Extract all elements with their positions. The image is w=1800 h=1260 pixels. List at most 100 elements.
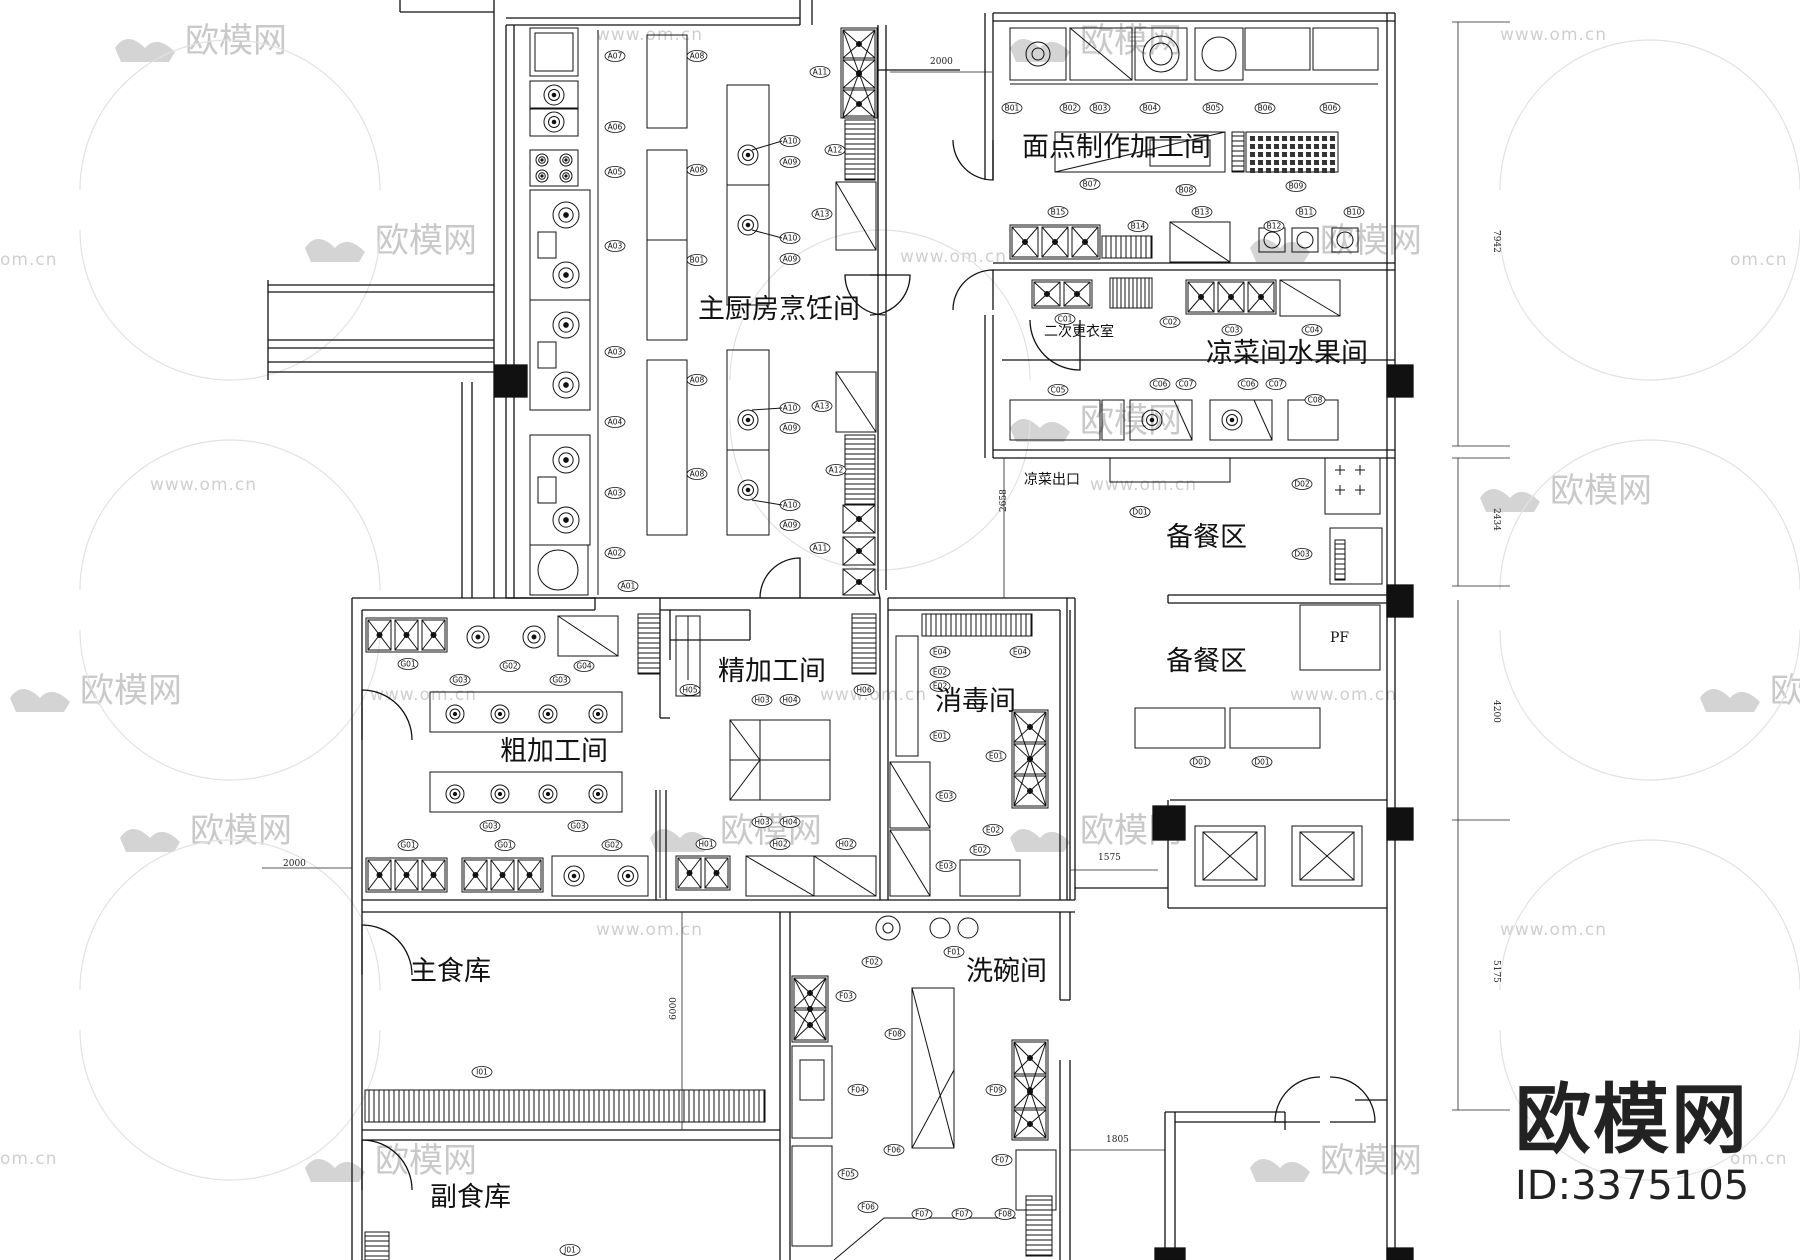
tag-bubble bbox=[1175, 184, 1197, 196]
mixer-box bbox=[1134, 27, 1188, 81]
burner-ring-icon bbox=[742, 414, 754, 426]
tag-label: B06 bbox=[1323, 104, 1338, 113]
burner-center-icon bbox=[1229, 417, 1235, 423]
burner-icon bbox=[737, 144, 759, 166]
worktable bbox=[646, 359, 688, 536]
equipment-tag: D02 bbox=[1291, 478, 1313, 490]
burner-center-icon bbox=[497, 711, 503, 717]
grid-tile bbox=[1250, 144, 1255, 149]
tag-bubble bbox=[604, 166, 626, 178]
tag-bubble bbox=[1175, 378, 1197, 390]
watermark-arc bbox=[1499, 229, 1800, 381]
tag-bubble bbox=[1254, 102, 1276, 114]
grid-tile bbox=[1322, 160, 1327, 165]
structural-column bbox=[1386, 584, 1414, 618]
burner-center-icon bbox=[595, 791, 601, 797]
watermark-arc bbox=[79, 229, 381, 381]
burner-icon bbox=[466, 625, 490, 649]
lift-car bbox=[1202, 831, 1258, 881]
grid-tile bbox=[1298, 136, 1303, 141]
tag-label: A11 bbox=[813, 544, 828, 553]
tag-bubble bbox=[857, 1201, 879, 1213]
dish-rinse bbox=[791, 1045, 833, 1139]
watermark-logo-icon bbox=[1480, 489, 1540, 512]
watermark-url: www.om.cn bbox=[1090, 475, 1197, 495]
grid-tile bbox=[1266, 152, 1271, 157]
drain-icon bbox=[1044, 291, 1050, 297]
range-box bbox=[1324, 457, 1381, 515]
sink-box bbox=[557, 615, 619, 657]
tag-label: F08 bbox=[998, 1210, 1012, 1219]
burner-icon bbox=[538, 784, 558, 804]
tag-label: D01 bbox=[1254, 758, 1270, 767]
grid-tile bbox=[1298, 144, 1303, 149]
watermark-arc bbox=[1499, 1029, 1800, 1181]
brand-id: ID:3375105 bbox=[1515, 1163, 1750, 1209]
drain-icon bbox=[472, 872, 479, 878]
equipment-tag: C03 bbox=[1221, 324, 1243, 336]
star-burner-icon bbox=[1335, 465, 1345, 475]
grid-tile bbox=[1282, 160, 1287, 165]
tag-bubble bbox=[1047, 206, 1069, 218]
burner-icon bbox=[552, 261, 580, 289]
tag-label: D01 bbox=[1192, 758, 1208, 767]
grid-tile bbox=[1274, 136, 1279, 141]
equipment-tag: A11 bbox=[809, 542, 831, 554]
burner-icon bbox=[559, 153, 573, 167]
drain-icon bbox=[1052, 239, 1058, 245]
equipment-tag: G01 bbox=[494, 839, 516, 851]
shelf-rack bbox=[921, 613, 1033, 637]
structural-column bbox=[1152, 805, 1186, 841]
sink-box bbox=[677, 857, 702, 889]
burner-ring-icon bbox=[558, 452, 574, 468]
equipment-tag: I01 bbox=[471, 1066, 493, 1078]
tag-label: B01 bbox=[690, 256, 705, 265]
tag-bubble bbox=[994, 1208, 1016, 1220]
grid-tile bbox=[1306, 168, 1311, 173]
burner-icon bbox=[490, 784, 510, 804]
watermark-url-short: om.cn bbox=[0, 250, 58, 270]
burner-icon bbox=[563, 865, 585, 887]
sink-unit bbox=[1185, 279, 1277, 315]
shelf-rack bbox=[1334, 539, 1346, 581]
drain-icon bbox=[856, 101, 862, 107]
tag-bubble bbox=[779, 422, 801, 434]
grid-tile bbox=[1306, 136, 1311, 141]
equipment-tag: H04 bbox=[779, 816, 801, 828]
tag-label: G03 bbox=[452, 676, 468, 685]
tag-bubble bbox=[686, 254, 708, 266]
burner-center-icon bbox=[475, 634, 481, 640]
equipment-tag: E01 bbox=[985, 750, 1007, 762]
burner-center-icon bbox=[745, 222, 751, 228]
tag-bubble bbox=[779, 816, 801, 828]
walls bbox=[267, 0, 1414, 1260]
tag-label: H04 bbox=[782, 696, 797, 705]
grid-tile bbox=[1290, 160, 1295, 165]
dim-left-2000: 2000 bbox=[283, 859, 306, 869]
tag-bubble bbox=[779, 694, 801, 706]
grid-tile bbox=[1274, 160, 1279, 165]
drain-icon bbox=[1027, 1055, 1033, 1061]
tag-label: G02 bbox=[604, 841, 620, 850]
equipment-tag: B07 bbox=[1079, 178, 1101, 190]
mixer-bowl bbox=[1142, 35, 1180, 73]
tag-label: A09 bbox=[783, 255, 798, 264]
watermark-url: www.om.cn bbox=[150, 475, 257, 495]
burner-ring-icon bbox=[548, 89, 560, 101]
equipment-tag: A12 bbox=[825, 464, 847, 476]
burner-icon bbox=[522, 625, 546, 649]
steriliser-cross bbox=[889, 829, 931, 897]
shelf-rack bbox=[851, 613, 877, 675]
wok-insert bbox=[537, 476, 557, 504]
drain-icon bbox=[1027, 724, 1033, 730]
sink-unit bbox=[675, 855, 731, 891]
tag-label: G03 bbox=[482, 822, 498, 831]
shelf-rack bbox=[1101, 235, 1153, 259]
tag-label: C08 bbox=[1308, 396, 1323, 405]
tag-label: B13 bbox=[1195, 208, 1210, 217]
burner-center-icon bbox=[452, 711, 458, 717]
drain-icon bbox=[807, 990, 813, 996]
tag-bubble bbox=[604, 240, 626, 252]
tag-label: A08 bbox=[690, 166, 705, 175]
drain-icon bbox=[1027, 1089, 1033, 1095]
